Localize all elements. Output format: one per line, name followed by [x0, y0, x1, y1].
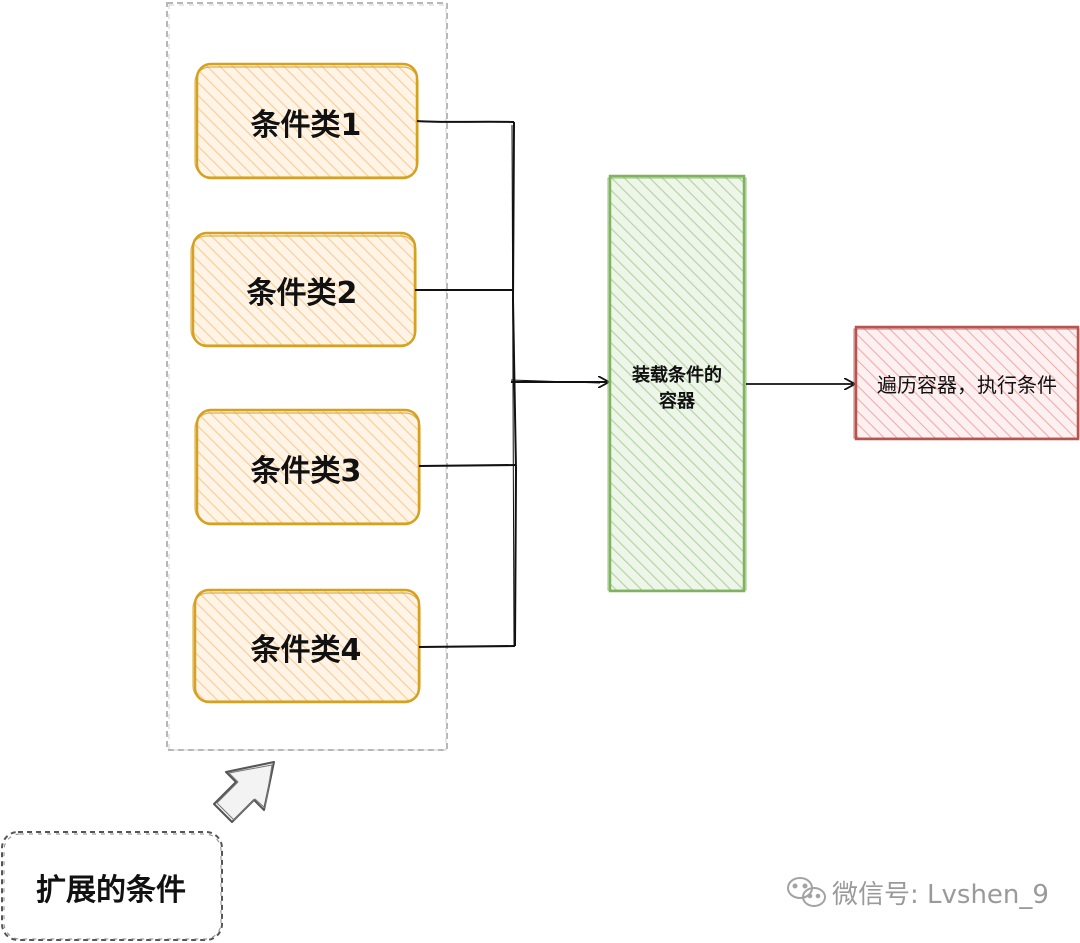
result-box: 遍历容器，执行条件 — [853, 325, 1080, 441]
watermark-text: 微信号: Lvshen_9 — [832, 880, 1049, 910]
condition-class-4: 条件类4 — [192, 588, 421, 704]
connector-lines — [415, 120, 608, 648]
condition-class-3: 条件类3 — [194, 408, 421, 526]
condition-class-3-label: 条件类3 — [251, 454, 362, 489]
condition-class-4-label: 条件类4 — [251, 633, 362, 668]
condition-class-1-label: 条件类1 — [251, 108, 362, 143]
connector-1 — [416, 120, 515, 123]
condition-container: 装载条件的 容器 — [607, 174, 747, 593]
connector-vertical — [511, 121, 518, 647]
condition-class-2-label: 条件类2 — [247, 276, 358, 311]
hollow-arrow-icon — [213, 761, 275, 823]
container-label-line1: 装载条件的 — [632, 364, 722, 386]
result-label: 遍历容器，执行条件 — [877, 373, 1057, 397]
connector-3 — [418, 464, 516, 467]
watermark: 微信号: Lvshen_9 — [787, 877, 1049, 910]
container-label-line2: 容器 — [659, 390, 696, 412]
condition-class-2: 条件类2 — [190, 231, 417, 348]
wechat-icon — [787, 877, 826, 907]
extended-conditions-label: 扩展的条件 — [36, 873, 186, 908]
connector-4 — [418, 645, 516, 648]
extended-conditions-group — [166, 2, 448, 751]
condition-class-1: 条件类1 — [194, 62, 419, 180]
extended-conditions-label-box: 扩展的条件 — [1, 831, 223, 941]
